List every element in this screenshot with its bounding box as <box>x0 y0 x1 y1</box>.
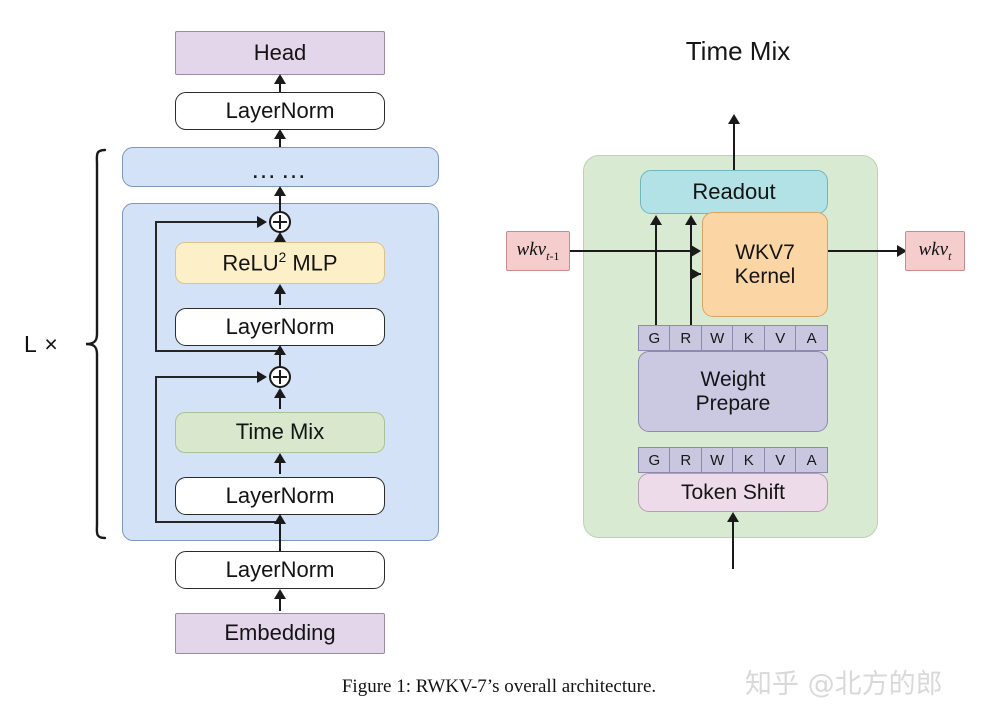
line-state-in-to-kernel <box>570 250 693 252</box>
state-output-wkv: wkvt <box>905 231 965 271</box>
state-input-wkv-prev: wkvt-1 <box>506 231 570 271</box>
residual-add-timemix <box>269 366 291 388</box>
line-mlp-skip-top <box>155 221 260 223</box>
gate-cell-k-bottom: K <box>732 447 766 473</box>
gate-cell-a-top: A <box>795 325 828 351</box>
figure-caption: Figure 1: RWKV-7’s overall architecture. <box>341 676 657 697</box>
block-layernorm-timemix-label: LayerNorm <box>225 482 335 508</box>
line-input-to-token-shift <box>732 517 734 569</box>
line-mlp-residual-out <box>279 188 281 214</box>
block-readout-label: Readout <box>692 178 776 204</box>
block-relu2-mlp: ReLU2 MLP <box>175 242 385 284</box>
gate-cell-w-bottom: W <box>700 447 734 473</box>
gate-cell-a-bottom: A <box>795 447 828 473</box>
arrow-ln-to-tm <box>274 453 286 463</box>
state-input-base: wkv <box>516 238 547 260</box>
state-input-subrest: -1 <box>549 248 560 263</box>
gate-cell-g-top: G <box>638 325 671 351</box>
block-readout: Readout <box>640 170 828 214</box>
repeat-brace <box>83 148 109 540</box>
arrow-g-to-readout <box>650 215 662 225</box>
line-ln-to-tm <box>279 456 281 474</box>
mlp-tail-text: MLP <box>286 250 338 276</box>
arrow-embed-to-ln <box>274 589 286 599</box>
arrow-state-in-to-kernel <box>691 245 701 257</box>
arrow-ellipsis-to-layernorm-line <box>279 131 281 149</box>
line-tm-skip-top <box>155 376 260 378</box>
block-time-mix: Time Mix <box>175 412 385 453</box>
line-g-to-readout <box>655 222 657 325</box>
ellipsis-dots: …… <box>250 153 311 184</box>
block-head: Head <box>175 31 385 75</box>
state-output-subvar: t <box>948 248 952 263</box>
block-layernorm-embed-label: LayerNorm <box>225 556 335 582</box>
block-ellipsis-stack: …… <box>122 147 439 187</box>
line-mlp-skip-left <box>155 222 157 352</box>
block-layernorm-mlp-label: LayerNorm <box>225 313 335 339</box>
line-readout-output <box>733 117 735 179</box>
residual-add-mlp <box>269 211 291 233</box>
line-ln-to-mlp <box>279 288 281 305</box>
arrow-input-to-token-shift <box>727 512 739 522</box>
gate-strip-top: G R W K V A <box>638 325 828 351</box>
block-weight-prepare-line1: Weight <box>700 367 766 391</box>
state-output-label: wkvt <box>919 239 952 263</box>
block-wkv7-kernel: WKV7 Kernel <box>702 212 828 317</box>
arrow-layernorm-to-head-head <box>274 74 286 84</box>
watermark-zhihu: 知乎 @北方的郎 <box>745 669 943 700</box>
block-wkv7-kernel-line1: WKV7 <box>735 240 795 264</box>
gate-cell-r-top: R <box>669 325 703 351</box>
line-embed-to-ln <box>279 591 281 611</box>
arrow-tm-to-add <box>274 388 286 398</box>
mlp-exponent-text: 2 <box>278 250 287 266</box>
arrow-mlp-skip-into-add <box>257 216 267 228</box>
block-weight-prepare-line2: Prepare <box>695 391 771 415</box>
arrow-ellipsis-to-layernorm-head <box>274 129 286 139</box>
block-embedding-label: Embedding <box>224 620 336 646</box>
line-into-layer-block <box>279 517 281 553</box>
line-tm-to-add <box>279 393 281 409</box>
arrow-r-branch-to-kernel <box>692 269 701 279</box>
gate-cell-v-top: V <box>763 325 797 351</box>
block-token-shift-label: Token Shift <box>681 480 785 504</box>
gate-cell-g-bottom: G <box>638 447 671 473</box>
block-embedding: Embedding <box>175 613 385 654</box>
repeat-count-label: L × <box>24 331 59 357</box>
state-input-subvar: t <box>546 248 550 263</box>
line-tm-skip-bottom <box>155 521 281 523</box>
line-mlp-skip-bottom <box>155 350 281 352</box>
line-add-to-ln-mlp <box>279 348 281 366</box>
block-layernorm-timemix: LayerNorm <box>175 477 385 515</box>
block-wkv7-kernel-line2: Kernel <box>734 264 796 288</box>
arrow-kernel-to-state-out <box>897 245 907 257</box>
block-relu2-mlp-label: ReLU2 MLP <box>222 250 337 276</box>
right-panel-title: Time Mix <box>685 36 791 66</box>
gate-cell-v-bottom: V <box>763 447 797 473</box>
state-input-label: wkvt-1 <box>517 239 560 263</box>
arrow-add-to-ln-mlp <box>274 345 286 355</box>
block-weight-prepare: Weight Prepare <box>638 351 828 432</box>
state-output-base: wkv <box>918 238 949 260</box>
arrow-tm-skip-into-add <box>257 371 267 383</box>
gate-cell-w-top: W <box>700 325 734 351</box>
block-layernorm-mlp: LayerNorm <box>175 308 385 346</box>
block-layernorm-top: LayerNorm <box>175 92 385 130</box>
arrow-r-to-readout <box>685 215 697 225</box>
block-head-label: Head <box>253 39 307 65</box>
line-tm-skip-left <box>155 377 157 523</box>
arrow-readout-output <box>728 114 740 124</box>
gate-cell-r-bottom: R <box>669 447 703 473</box>
block-time-mix-label: Time Mix <box>235 419 325 445</box>
arrow-layernorm-to-head-line <box>279 76 281 94</box>
arrow-ln-to-mlp <box>274 284 286 294</box>
block-token-shift: Token Shift <box>638 473 828 512</box>
gate-strip-bottom: G R W K V A <box>638 447 828 473</box>
block-layernorm-top-label: LayerNorm <box>225 97 335 123</box>
gate-cell-k-top: K <box>732 325 766 351</box>
arrow-mlp-to-add <box>274 232 286 242</box>
block-layernorm-embed: LayerNorm <box>175 551 385 589</box>
arrow-into-layer-block <box>274 514 286 524</box>
mlp-base-text: ReLU <box>222 250 279 276</box>
line-kernel-to-state-out <box>828 250 902 252</box>
